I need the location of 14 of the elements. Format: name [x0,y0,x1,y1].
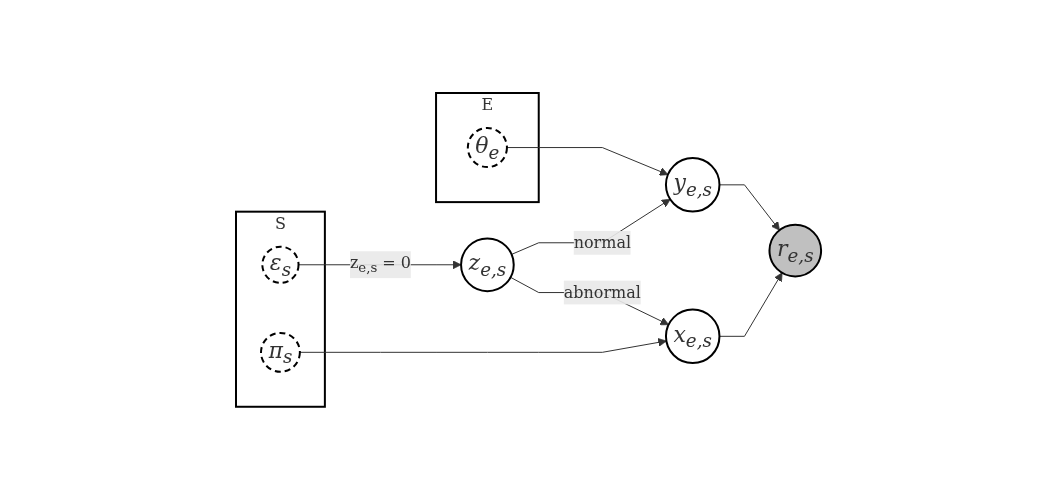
node-circle: r$_{e,s}$ [768,223,823,278]
arrow [719,272,783,337]
node-circle: y$_{e,s}$ [665,156,721,213]
node-circle: θ$_{e}$ [467,126,509,168]
edge-label: normal [574,232,632,252]
node-circle: x$_{e,s}$ [665,308,721,364]
node-circle: z$_{e,s}$ [460,237,516,292]
node-circle: ε$_{s}$ [261,245,300,284]
arrow [510,276,670,325]
edge-label: abnormal [564,282,642,302]
arrow [511,198,672,255]
node-circle: π$_{s}$ [260,331,302,373]
edge-label: z$_{e,s}$ = 0 [350,252,412,275]
arrow [719,183,781,231]
